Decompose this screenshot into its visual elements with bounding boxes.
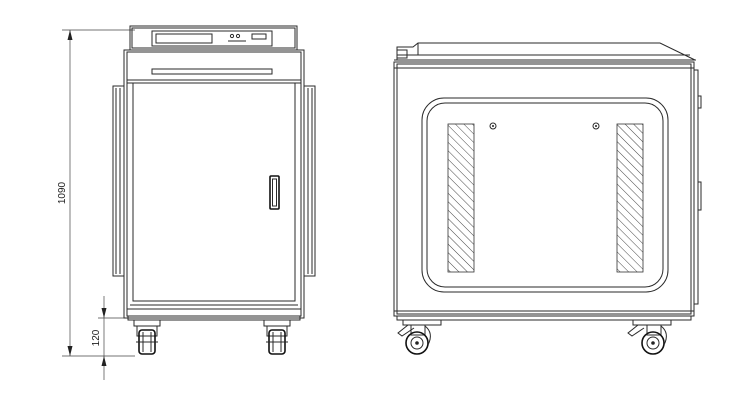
side-view (393, 42, 702, 355)
caster-front-right (263, 319, 291, 355)
dimension-caster-height: 120 (91, 296, 135, 380)
door-handle (269, 175, 280, 210)
dimension-overall-height: 1090 (57, 29, 135, 357)
overall-height-label: 1090 (57, 181, 68, 204)
side-handle-left (112, 85, 125, 277)
front-view (112, 25, 316, 355)
caster-side-left (397, 319, 442, 355)
side-handle-right (303, 85, 316, 277)
control-panel (151, 30, 273, 47)
vent-grille-left (447, 123, 475, 273)
caster-front-left (133, 319, 161, 355)
side-access-panel (421, 97, 669, 293)
display-screen (155, 33, 213, 44)
caster-side-right (627, 319, 672, 355)
caster-height-label: 120 (91, 329, 102, 346)
vent-grille-right (616, 123, 644, 273)
